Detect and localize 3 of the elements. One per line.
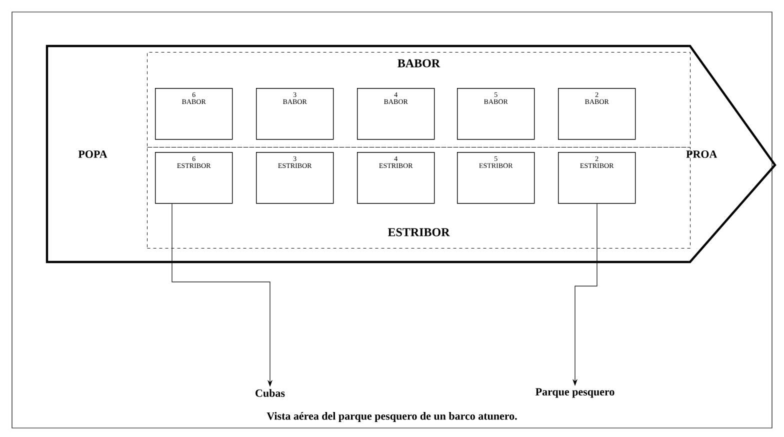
caption: Vista aérea del parque pesquero de un barco atunero. — [266, 412, 517, 422]
callout-text: Parque pesquero — [536, 388, 614, 398]
callout-text: Cubas — [256, 389, 285, 397]
